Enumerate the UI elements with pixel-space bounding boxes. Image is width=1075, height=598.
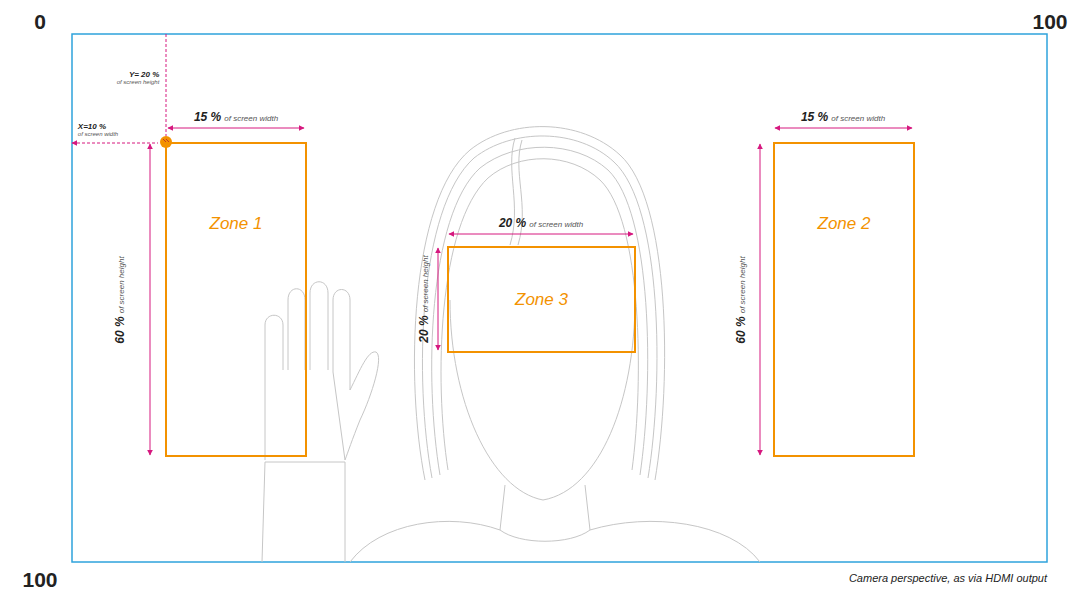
label-group: 20 %of screen width bbox=[499, 216, 583, 230]
dimension-arrow bbox=[150, 144, 151, 455]
face-outline bbox=[450, 300, 635, 500]
dimension-unit: of screen width bbox=[831, 114, 885, 123]
label-group: Y= 20 %of screen height bbox=[117, 70, 160, 85]
dimension-unit: of screen width bbox=[224, 114, 278, 123]
hair-strand bbox=[422, 136, 657, 478]
hair-outline bbox=[414, 127, 664, 480]
zone-label: Zone 3 bbox=[515, 290, 568, 310]
zone-box: Zone 3 bbox=[447, 246, 636, 353]
offset-value: Y= 20 % bbox=[129, 70, 159, 79]
neck bbox=[500, 485, 590, 530]
zone-box: Zone 1 bbox=[165, 142, 307, 457]
dimension-arrow bbox=[449, 234, 633, 235]
screen-frame bbox=[72, 34, 1047, 562]
dimension-unit: of screen height bbox=[117, 256, 126, 313]
label-group: 0 bbox=[34, 10, 46, 34]
offset-guide bbox=[72, 143, 158, 144]
label-group: 100 bbox=[1032, 10, 1067, 34]
dimension-arrow bbox=[438, 248, 439, 350]
offset-value: X=10 % bbox=[78, 122, 106, 131]
dimension-value: 60 % bbox=[734, 316, 748, 343]
dimension-arrow bbox=[168, 128, 304, 129]
dimension-unit: of screen height bbox=[738, 256, 747, 313]
offset-unit: of screen width bbox=[78, 131, 118, 137]
hair-strand bbox=[441, 159, 638, 470]
dimension-value: 15 % bbox=[194, 110, 221, 124]
label-group: 100 bbox=[22, 568, 57, 592]
axis-value: 100 bbox=[22, 568, 57, 592]
hair-strand bbox=[432, 147, 648, 475]
offset-unit: of screen height bbox=[117, 79, 160, 85]
zone-box: Zone 2 bbox=[773, 142, 915, 457]
dimension-arrow bbox=[775, 128, 912, 129]
label-group: 15 %of screen width bbox=[801, 110, 885, 124]
shoulders bbox=[350, 521, 760, 562]
person-illustration bbox=[262, 127, 760, 562]
label-group: 60 % of screen height bbox=[734, 256, 748, 343]
zone-label: Zone 1 bbox=[210, 214, 263, 234]
dimension-unit: of screen width bbox=[529, 220, 583, 229]
dimension-value: 15 % bbox=[801, 110, 828, 124]
zone-label: Zone 2 bbox=[818, 214, 871, 234]
figure-caption: Camera perspective, as via HDMI output bbox=[849, 572, 1047, 584]
axis-value: 0 bbox=[34, 10, 46, 34]
axis-value: 100 bbox=[1032, 10, 1067, 34]
sleeve bbox=[262, 462, 345, 562]
raised-hand bbox=[265, 282, 379, 460]
label-group: X=10 %of screen width bbox=[78, 122, 118, 137]
label-group: 15 %of screen width bbox=[194, 110, 278, 124]
dimension-unit: of screen height bbox=[421, 255, 430, 312]
dimension-value: 60 % bbox=[113, 316, 127, 343]
label-group: 60 % of screen height bbox=[113, 256, 127, 343]
dimension-value: 20 % bbox=[417, 315, 431, 342]
dimension-lines bbox=[72, 34, 912, 455]
label-group: 20 % of screen height bbox=[417, 255, 431, 342]
offset-guide bbox=[166, 34, 167, 136]
dimension-arrow bbox=[760, 144, 761, 455]
dimension-value: 20 % bbox=[499, 216, 526, 230]
